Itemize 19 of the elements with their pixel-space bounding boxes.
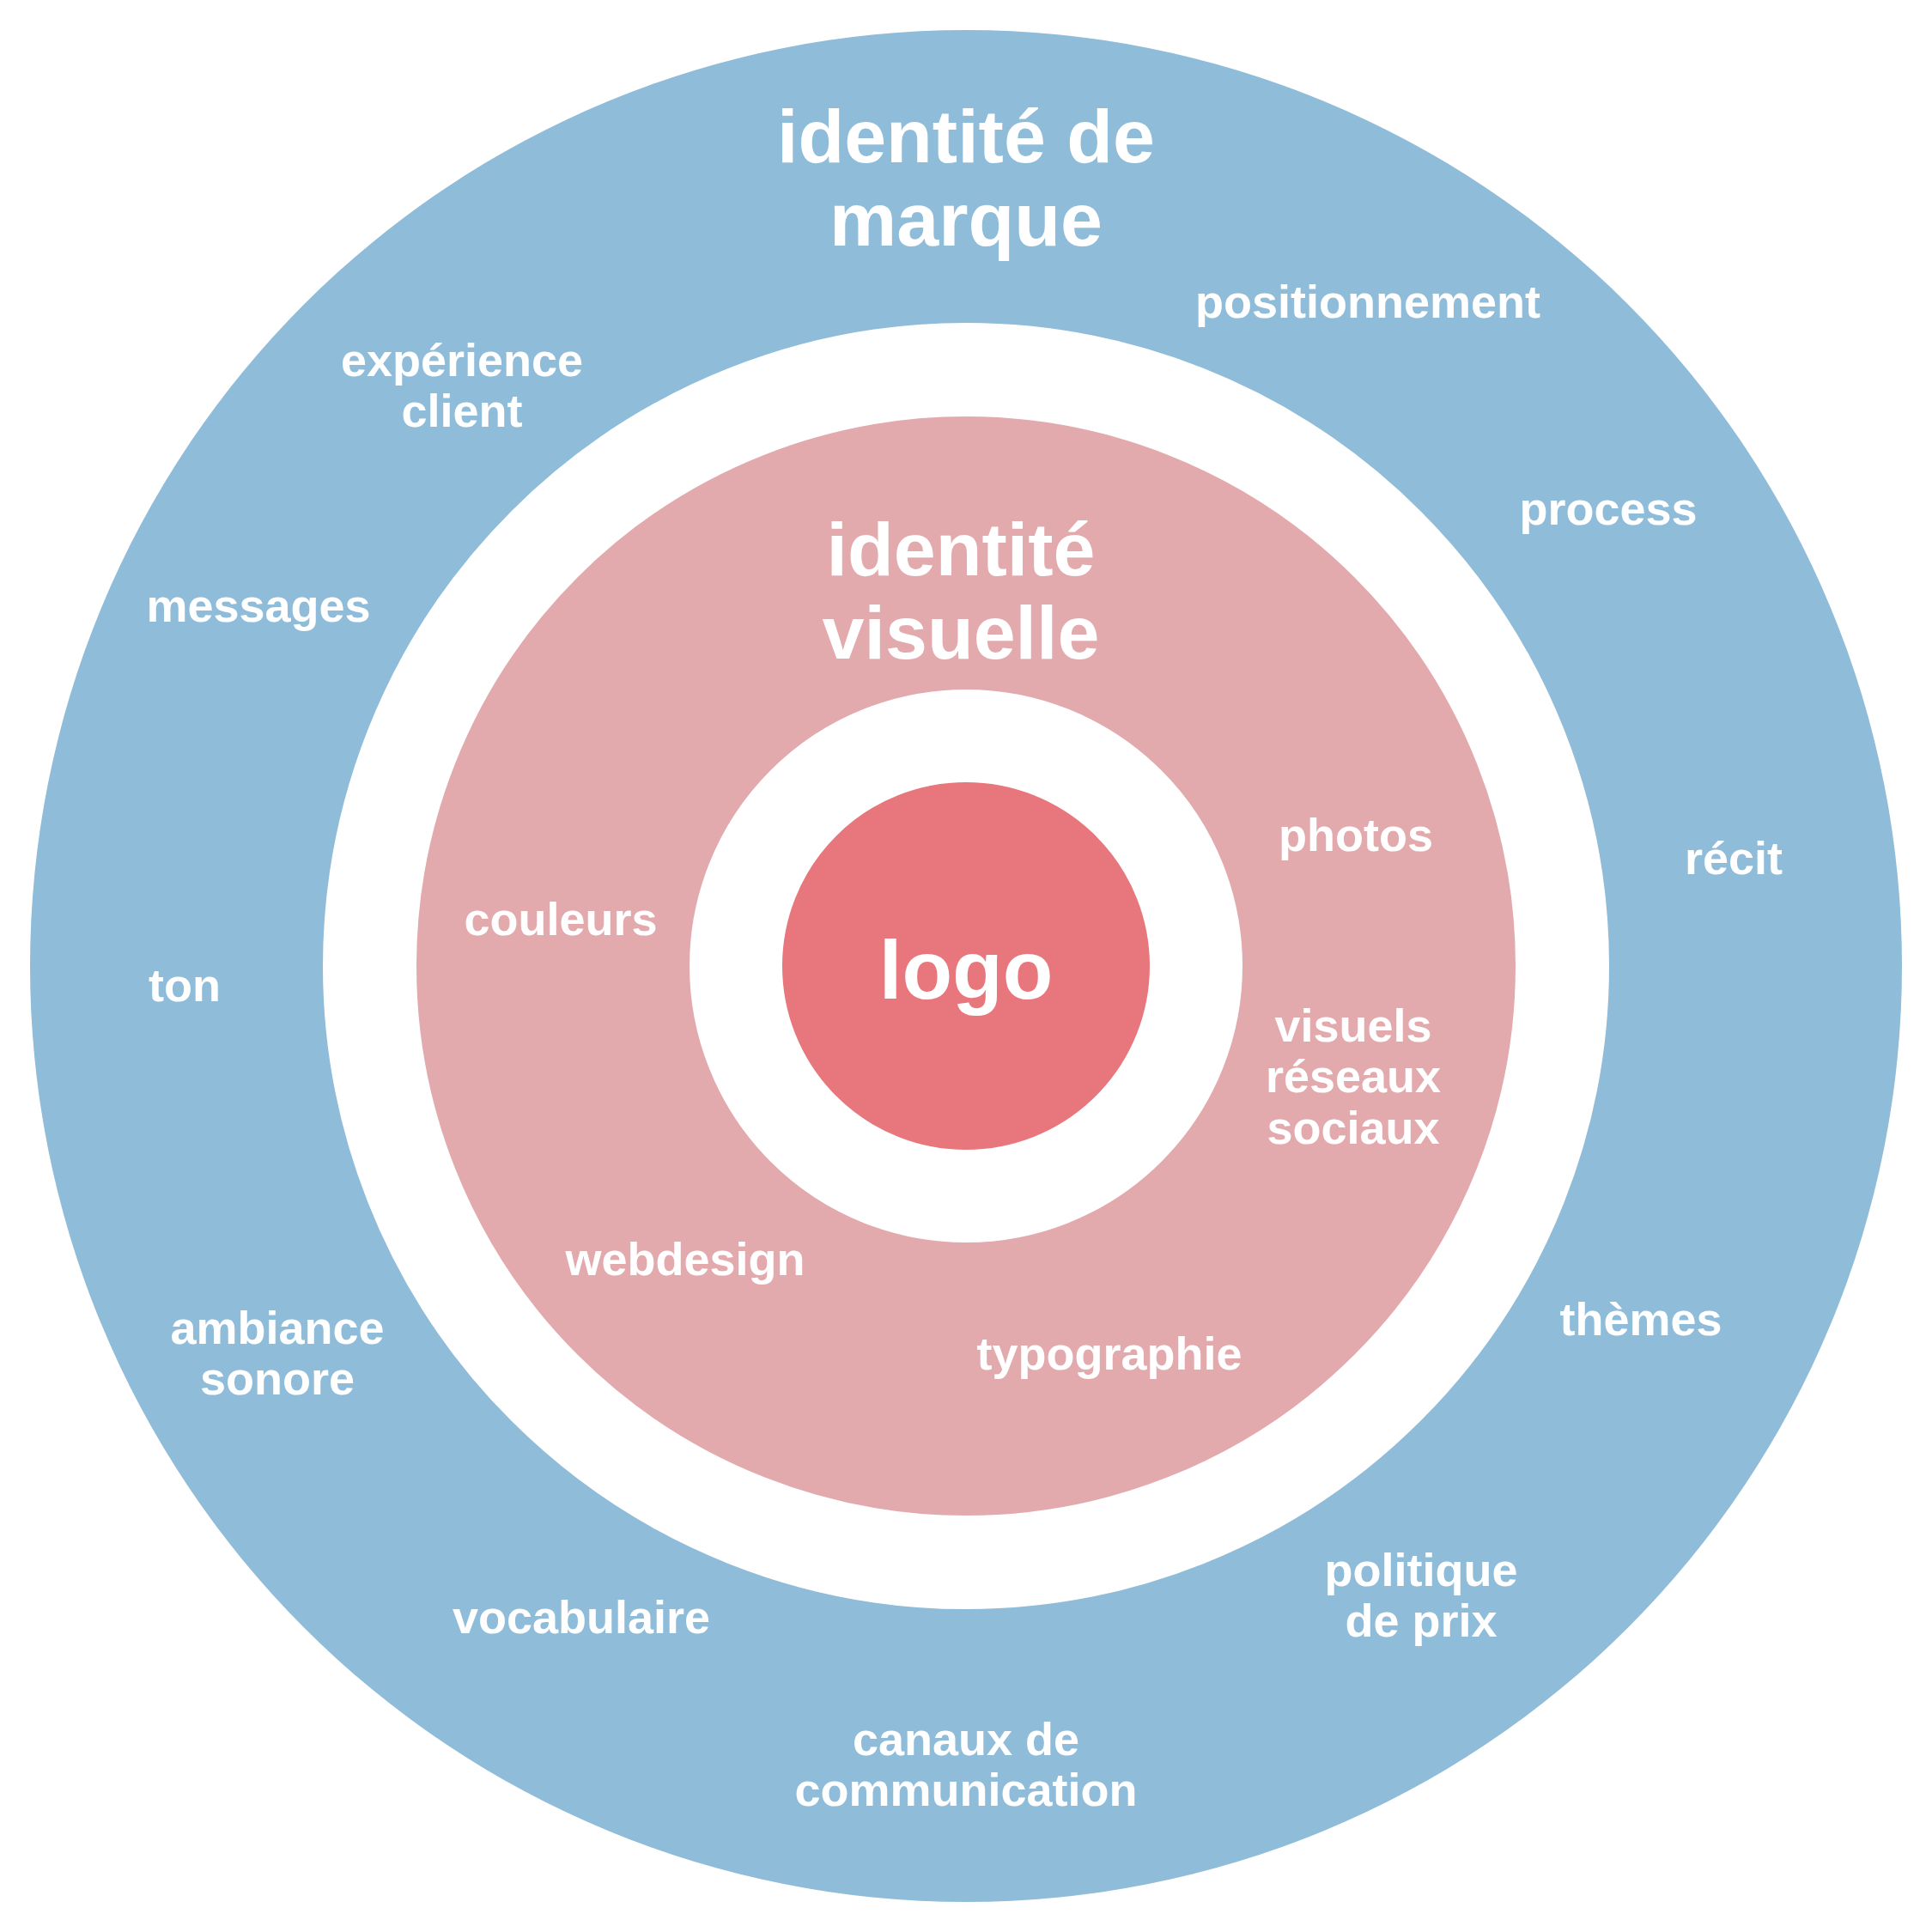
ring-label: ambiance sonore: [169, 1302, 386, 1405]
circle-title: logo: [878, 925, 1054, 1016]
ring-label: visuels réseaux sociaux: [1264, 999, 1443, 1154]
ring-label: canaux de communication: [793, 1713, 1139, 1816]
ring-label: thèmes: [1558, 1294, 1723, 1346]
circle-title: identité de marque: [775, 95, 1156, 262]
ring-label: ton: [148, 960, 222, 1012]
ring-label: vocabulaire: [451, 1592, 712, 1643]
circle-title: identité visuelle: [821, 508, 1101, 675]
ring-label: expérience client: [339, 334, 585, 437]
ring-label: webdesign: [564, 1234, 806, 1285]
ring-label: récit: [1683, 833, 1784, 884]
ring-label: couleurs: [463, 894, 659, 945]
ring-label: typographie: [975, 1328, 1243, 1380]
ring-label: positionnement: [1194, 276, 1541, 328]
ring-label: messages: [145, 580, 372, 632]
ring-label: process: [1518, 483, 1698, 535]
ring-label: politique de prix: [1323, 1544, 1519, 1647]
ring-label: photos: [1278, 810, 1434, 861]
